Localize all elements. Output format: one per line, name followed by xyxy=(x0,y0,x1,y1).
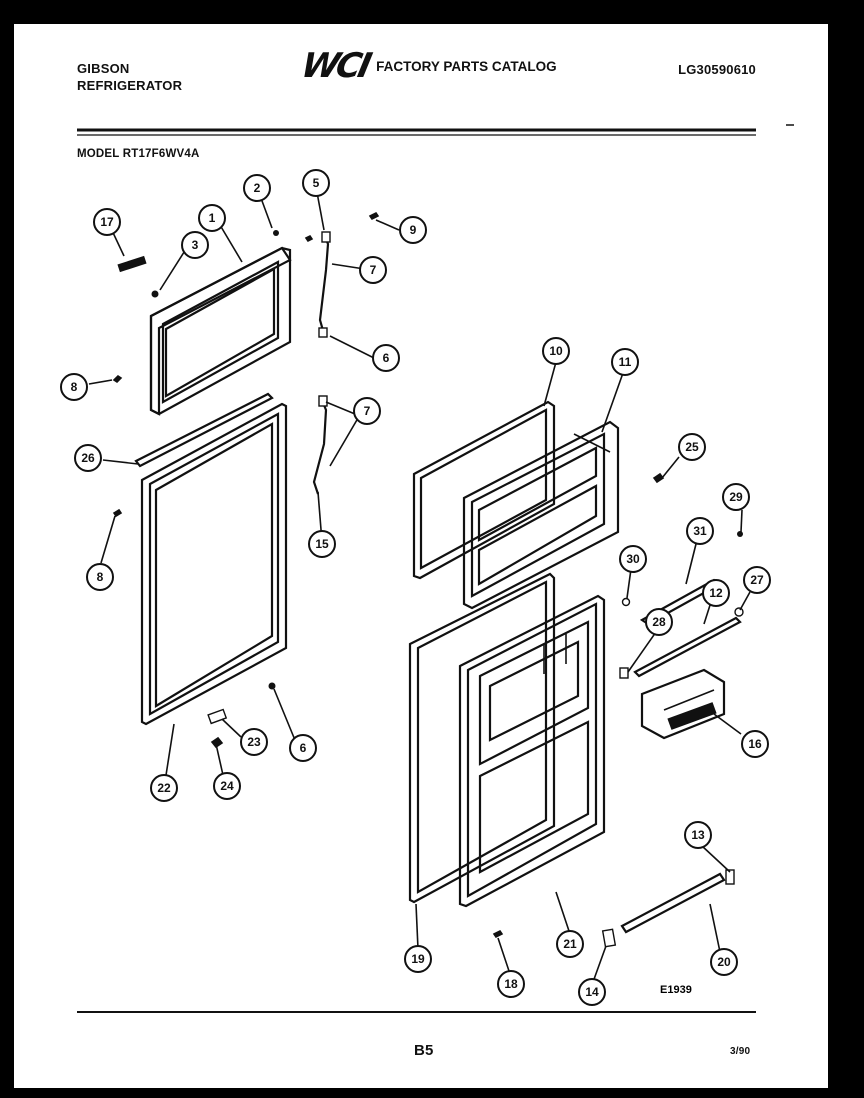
svg-text:1: 1 xyxy=(209,211,216,225)
product-name: REFRIGERATOR xyxy=(77,78,183,93)
svg-text:20: 20 xyxy=(717,955,731,969)
svg-text:19: 19 xyxy=(411,952,425,966)
callout-8-lower: 8 xyxy=(86,563,114,591)
svg-text:10: 10 xyxy=(549,344,563,358)
callout-12: 12 xyxy=(702,579,730,607)
callout-7-upper: 7 xyxy=(359,256,387,284)
callout-15: 15 xyxy=(308,530,336,558)
svg-text:22: 22 xyxy=(157,781,171,795)
exploded-parts-diagram: 1 2 3 5 6 6 7 7 8 8 9 10 11 12 13 14 15 … xyxy=(60,124,794,1013)
catalog-page: GIBSON REFRIGERATOR WCI FACTORY PARTS CA… xyxy=(14,24,828,1088)
callout-7-lower: 7 xyxy=(353,397,381,425)
figure-code: E1939 xyxy=(660,984,692,996)
callout-16: 16 xyxy=(741,730,769,758)
catalog-title: FACTORY PARTS CATALOG xyxy=(376,58,557,74)
revision-date: 3/90 xyxy=(730,1046,751,1057)
door-trim-strip xyxy=(134,392,274,468)
callout-6-lower: 6 xyxy=(289,734,317,762)
callout-1: 1 xyxy=(198,204,226,232)
catalog-number: LG30590610 xyxy=(678,62,756,77)
callout-29: 29 xyxy=(722,483,750,511)
callout-19: 19 xyxy=(404,945,432,973)
callout-31: 31 xyxy=(686,517,714,545)
svg-text:18: 18 xyxy=(504,977,518,991)
svg-text:3: 3 xyxy=(192,238,199,252)
svg-text:8: 8 xyxy=(71,380,78,394)
callout-28: 28 xyxy=(645,608,673,636)
svg-text:16: 16 xyxy=(748,737,762,751)
svg-text:15: 15 xyxy=(315,537,329,551)
callout-8-upper: 8 xyxy=(60,373,88,401)
callout-5: 5 xyxy=(302,169,330,197)
leader-lines xyxy=(88,186,751,983)
callout-22: 22 xyxy=(150,774,178,802)
svg-text:11: 11 xyxy=(619,355,632,369)
callout-24: 24 xyxy=(213,772,241,800)
svg-text:28: 28 xyxy=(652,615,666,629)
callout-10: 10 xyxy=(542,337,570,365)
fresh-food-gasket-part xyxy=(140,402,288,726)
callout-26: 26 xyxy=(74,444,102,472)
svg-text:9: 9 xyxy=(410,223,417,237)
callout-6-upper: 6 xyxy=(372,344,400,372)
callout-9: 9 xyxy=(399,216,427,244)
svg-text:13: 13 xyxy=(691,828,705,842)
svg-text:24: 24 xyxy=(220,779,234,793)
svg-text:26: 26 xyxy=(81,451,95,465)
catalog-header: WCI FACTORY PARTS CATALOG xyxy=(298,46,557,86)
callout-14: 14 xyxy=(578,978,606,1006)
callout-2: 2 xyxy=(243,174,271,202)
svg-text:23: 23 xyxy=(247,735,261,749)
freezer-hinge-parts xyxy=(112,211,380,749)
svg-text:29: 29 xyxy=(729,490,743,504)
svg-text:14: 14 xyxy=(585,985,599,999)
fresh-food-door-liner xyxy=(458,594,606,908)
freezer-door-liner xyxy=(462,420,620,610)
freezer-door-gasket-right xyxy=(412,400,556,580)
shelf-rail-parts xyxy=(492,472,744,948)
svg-text:8: 8 xyxy=(97,570,104,584)
callout-25: 25 xyxy=(678,433,706,461)
svg-text:17: 17 xyxy=(100,215,114,229)
svg-text:6: 6 xyxy=(300,741,307,755)
freezer-gasket-part xyxy=(149,246,292,416)
callout-17: 17 xyxy=(93,208,121,236)
callout-27: 27 xyxy=(743,566,771,594)
svg-text:12: 12 xyxy=(709,586,723,600)
callout-3: 3 xyxy=(181,231,209,259)
svg-text:2: 2 xyxy=(254,181,261,195)
callout-11: 11 xyxy=(611,348,639,376)
svg-text:25: 25 xyxy=(685,440,699,454)
brand-block: GIBSON REFRIGERATOR xyxy=(77,60,182,94)
svg-text:31: 31 xyxy=(693,524,707,538)
callout-21: 21 xyxy=(556,930,584,958)
svg-text:6: 6 xyxy=(383,351,390,365)
brand-name: GIBSON xyxy=(77,61,130,76)
callout-23: 23 xyxy=(240,728,268,756)
svg-text:7: 7 xyxy=(370,263,377,277)
callout-30: 30 xyxy=(619,545,647,573)
callout-18: 18 xyxy=(497,970,525,998)
fresh-food-door-gasket-right xyxy=(408,572,556,904)
svg-text:7: 7 xyxy=(364,404,371,418)
svg-text:5: 5 xyxy=(313,176,320,190)
model-line: MODEL RT17F6WV4A xyxy=(77,148,200,160)
svg-text:30: 30 xyxy=(626,552,640,566)
callout-13: 13 xyxy=(684,821,712,849)
header-rules xyxy=(77,124,794,1013)
callout-20: 20 xyxy=(710,948,738,976)
svg-text:27: 27 xyxy=(750,573,764,587)
svg-text:21: 21 xyxy=(563,937,577,951)
page-number: B5 xyxy=(414,1042,434,1059)
